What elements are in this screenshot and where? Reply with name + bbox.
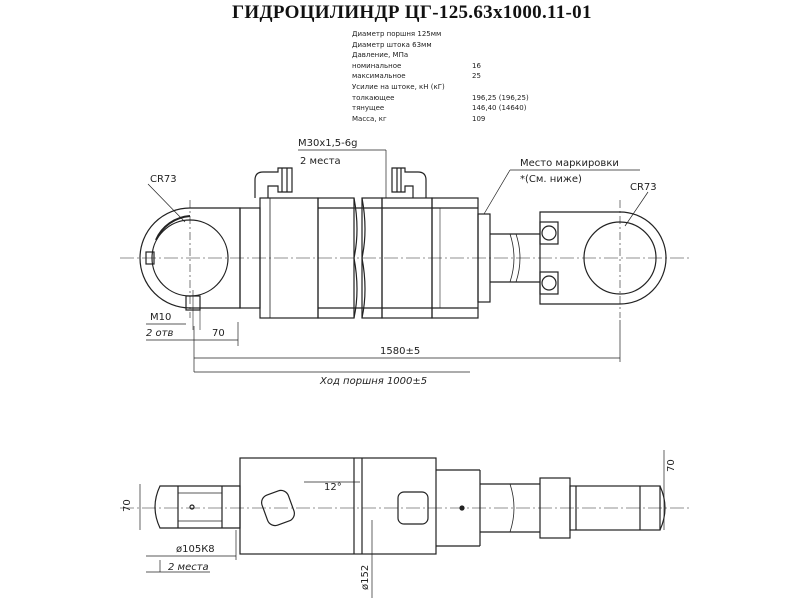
leader-lines-bottom bbox=[139, 450, 665, 598]
bottom-view bbox=[120, 450, 690, 598]
rod-bottom bbox=[480, 477, 666, 539]
spec-table: Диаметр поршня 125мм Диаметр штока 63мм … bbox=[352, 29, 552, 124]
drawing-title: ГИДРОЦИЛИНДР ЦГ-125.63х1000.11-01 bbox=[232, 2, 592, 23]
top-view bbox=[120, 149, 690, 373]
m10-count-label: 2 отв bbox=[146, 328, 173, 339]
piston-rod bbox=[490, 233, 540, 283]
hydraulic-port-left bbox=[254, 167, 293, 198]
dim-70-top: 70 bbox=[212, 328, 225, 339]
dia-152-label: ø152 bbox=[360, 565, 371, 590]
angle-label: 12° bbox=[324, 482, 342, 493]
dim-70-left: 70 bbox=[122, 499, 133, 512]
stroke-label: Ход поршня 1000±5 bbox=[319, 376, 427, 387]
spec-row: Диаметр поршня 125мм bbox=[352, 30, 442, 38]
dim-70-right: 70 bbox=[666, 459, 677, 472]
dia-105-count-label: 2 места bbox=[168, 562, 209, 573]
spec-row: Давление, МПа bbox=[352, 51, 409, 60]
cylinder-body-bottom bbox=[239, 457, 481, 555]
leader-lines bbox=[146, 149, 649, 373]
cr-left-label: CR73 bbox=[150, 174, 177, 185]
marking-note-label: *(См. ниже) bbox=[520, 174, 582, 185]
cylinder-body bbox=[239, 197, 491, 319]
m10-label: M10 bbox=[150, 312, 171, 323]
dia-105-label: ø105К8 bbox=[176, 544, 215, 555]
cr-right-label: CR73 bbox=[630, 182, 657, 193]
thread-label: M30x1,5-6g bbox=[298, 138, 358, 149]
left-eye-mount bbox=[139, 200, 241, 330]
spec-row: Диаметр штока 63мм bbox=[352, 40, 432, 49]
left-clevis bbox=[154, 485, 241, 529]
dim-1580: 1580±5 bbox=[380, 346, 420, 357]
hydraulic-port-right bbox=[391, 167, 427, 198]
marking-place-label: Место маркировки bbox=[520, 158, 619, 169]
thread-count-label: 2 места bbox=[300, 156, 341, 167]
spec-row: Усилие на штоке, кН (кГ) bbox=[352, 82, 445, 91]
right-eye-mount bbox=[539, 200, 667, 318]
